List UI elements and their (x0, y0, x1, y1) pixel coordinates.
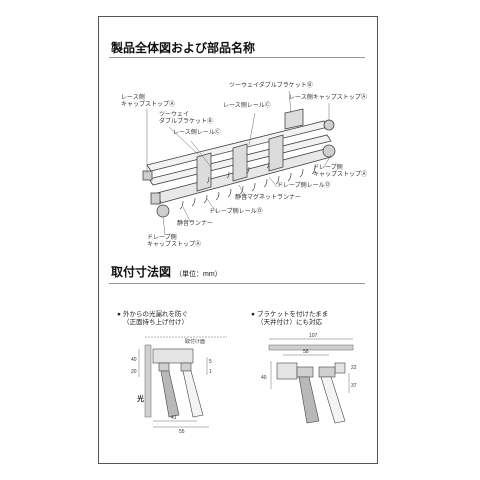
part-label-drape-rail-left: ドレープ側レールⒹ (209, 209, 263, 215)
left-dim-55: 55 (179, 429, 185, 435)
part-label-drape-rail-right: ドレープ側レールⒹ (277, 183, 331, 189)
part-label-twoway-bracket-top: ツーウェイダブルブラケットⒷ (229, 83, 313, 89)
part-label-magnet-runner: 静音マグネットランナー (235, 195, 302, 201)
right-dim-40: 40 (261, 375, 267, 381)
double-brackets (196, 108, 304, 192)
left-label-light: 光 (136, 394, 144, 403)
part-label-twoway-bracket: ツーウェイダブルブラケットⒷ (159, 112, 214, 125)
section-title-dimensions: 取付寸法図（単位：mm） (111, 265, 222, 279)
part-label-silent-runner: 静音ランナー (177, 221, 214, 227)
manual-page: 製品全体図および部品名称 (98, 16, 378, 464)
right-diagram-caption: ●ブラケットを付けたまま （天井付け）にも対応 (251, 311, 329, 326)
part-label-lace-cap-stop-right: レース側キャップストップⒶ (289, 95, 367, 101)
part-label-lace-rail-left: レース側レールⒸ (173, 130, 221, 136)
left-label-mount-surface: 取付け面 (185, 338, 205, 345)
part-label-lace-cap-stop: レース側キャップストップⒶ (121, 95, 176, 108)
part-label-drape-cap-stop-right: ドレープ側キャップストップⒶ (313, 165, 368, 178)
right-dim-37: 37 (351, 383, 357, 389)
left-diagram-caption: ●外からの光漏れを防ぐ （正面持ち上げ付け） (117, 311, 188, 326)
curtain-rail-product-drawing (142, 90, 336, 236)
unit-label: （単位：mm） (175, 271, 222, 278)
leader-lines (146, 90, 332, 236)
section-title-overview: 製品全体図および部品名称 (111, 41, 256, 55)
right-dim-58: 58 (303, 349, 309, 355)
left-dimension-diagram: 取付け面 光 40 20 41 55 5 1 (131, 336, 227, 435)
right-dim-107: 107 (309, 333, 318, 339)
right-dim-22: 22 (351, 365, 357, 371)
right-dimension-diagram: 107 58 40 22 37 (261, 333, 357, 424)
section-rule-overview (109, 57, 365, 58)
left-dim-5: 5 (209, 359, 212, 365)
left-dim-40: 40 (131, 357, 137, 363)
left-dim-20: 20 (131, 369, 137, 375)
section-rule-dimensions (109, 283, 365, 284)
end-caps (142, 119, 336, 218)
part-label-drape-cap-stop-left: ドレープ側キャップストップⒶ (147, 235, 202, 248)
left-dim-41: 41 (171, 415, 177, 421)
part-label-lace-rail-right: レース側レールⒸ (223, 103, 271, 109)
left-dim-1: 1 (209, 369, 212, 375)
